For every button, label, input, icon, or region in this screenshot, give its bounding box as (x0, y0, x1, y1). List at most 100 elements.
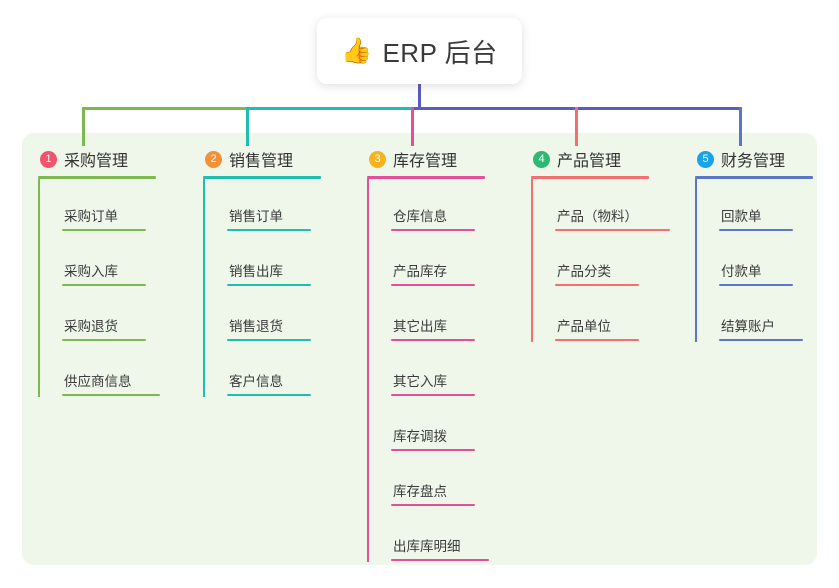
column-5: 5 财务管理回款单付款单结算账户 (695, 148, 813, 344)
leaf-node[interactable]: 产品库存 (367, 234, 489, 289)
leaf-node-label: 客户信息 (229, 374, 283, 390)
column-spine-1 (38, 179, 40, 397)
leaf-node[interactable]: 库存调拨 (367, 399, 489, 454)
leaf-node[interactable]: 结算账户 (695, 289, 813, 344)
root-node-label: ERP 后台 (382, 37, 498, 68)
leaf-node-label: 采购订单 (64, 209, 118, 225)
column-badge-icon-1: 1 (40, 150, 57, 168)
leaf-node-label: 出库库明细 (393, 539, 461, 555)
column-spine-4 (531, 179, 533, 342)
leaf-node[interactable]: 采购退货 (38, 289, 160, 344)
column-1: 1 采购管理采购订单采购入库采购退货供应商信息 (38, 148, 160, 399)
leaf-node-rule (391, 339, 475, 341)
connector-bar-mid (246, 107, 413, 110)
leaf-node[interactable]: 库存盘点 (367, 454, 489, 509)
leaf-node-label: 产品单位 (557, 319, 611, 335)
leaf-node-label: 库存盘点 (393, 484, 447, 500)
column-badge-icon-4: 4 (533, 150, 550, 168)
column-spine-2 (203, 179, 205, 397)
leaf-node[interactable]: 回款单 (695, 179, 813, 234)
column-title-3: 库存管理 (393, 153, 458, 170)
column-items-5: 回款单付款单结算账户 (695, 179, 813, 344)
leaf-node-rule (719, 284, 793, 286)
column-header-4[interactable]: 4 产品管理 (531, 148, 670, 170)
column-header-rule-4 (531, 176, 649, 179)
column-spine-5 (695, 179, 697, 342)
leaf-node-rule (391, 449, 475, 451)
column-spine-3 (367, 179, 369, 562)
leaf-node[interactable]: 客户信息 (203, 344, 321, 399)
leaf-node[interactable]: 销售订单 (203, 179, 321, 234)
leaf-node-rule (391, 394, 475, 396)
leaf-node[interactable]: 采购订单 (38, 179, 160, 234)
column-header-5[interactable]: 5 财务管理 (695, 148, 813, 170)
leaf-node-rule (391, 284, 475, 286)
leaf-node-rule (719, 229, 793, 231)
connector-bar-left (82, 107, 248, 110)
leaf-node-rule (62, 394, 160, 396)
leaf-node[interactable]: 仓库信息 (367, 179, 489, 234)
leaf-node-rule (227, 229, 311, 231)
connector-bar-right (411, 107, 742, 110)
column-header-1[interactable]: 1 采购管理 (38, 148, 160, 170)
column-title-1: 采购管理 (64, 153, 129, 170)
leaf-node-label: 销售退货 (229, 319, 283, 335)
leaf-node-rule (391, 504, 475, 506)
leaf-node-rule (555, 339, 639, 341)
thumbs-up-icon: 👍 (341, 36, 373, 65)
leaf-node[interactable]: 付款单 (695, 234, 813, 289)
column-header-3[interactable]: 3 库存管理 (367, 148, 489, 170)
leaf-node[interactable]: 其它出库 (367, 289, 489, 344)
column-4: 4 产品管理产品（物料） 产品分类产品单位 (531, 148, 670, 344)
leaf-node[interactable]: 销售退货 (203, 289, 321, 344)
leaf-node-label: 库存调拨 (393, 429, 447, 445)
diagram-panel (22, 133, 817, 565)
leaf-node[interactable]: 产品单位 (531, 289, 670, 344)
leaf-node-label: 产品库存 (393, 264, 447, 280)
column-header-rule-3 (367, 176, 485, 179)
column-items-3: 仓库信息产品库存其它出库其它入库库存调拨库存盘点出库库明细 (367, 179, 489, 564)
column-items-4: 产品（物料） 产品分类产品单位 (531, 179, 670, 344)
leaf-node[interactable]: 其它入库 (367, 344, 489, 399)
leaf-node-rule (227, 284, 311, 286)
leaf-node[interactable]: 产品分类 (531, 234, 670, 289)
column-badge-icon-3: 3 (369, 150, 386, 168)
leaf-node-label: 销售订单 (229, 209, 283, 225)
connector-trunk (417, 84, 421, 109)
column-items-1: 采购订单采购入库采购退货供应商信息 (38, 179, 160, 399)
leaf-node-rule (227, 339, 311, 341)
leaf-node-rule (62, 284, 146, 286)
column-title-2: 销售管理 (229, 153, 294, 170)
leaf-node[interactable]: 产品（物料） (531, 179, 670, 234)
leaf-node-rule (227, 394, 311, 396)
leaf-node[interactable]: 销售出库 (203, 234, 321, 289)
column-3: 3 库存管理仓库信息产品库存其它出库其它入库库存调拨库存盘点出库库明细 (367, 148, 489, 564)
leaf-node-rule (62, 229, 146, 231)
leaf-node[interactable]: 供应商信息 (38, 344, 160, 399)
leaf-node-rule (391, 559, 489, 561)
leaf-node[interactable]: 采购入库 (38, 234, 160, 289)
leaf-node-label: 回款单 (721, 209, 762, 225)
column-header-rule-2 (203, 176, 321, 179)
leaf-node-rule (719, 339, 803, 341)
leaf-node-label: 销售出库 (229, 264, 283, 280)
leaf-node-label: 采购入库 (64, 264, 118, 280)
column-badge-icon-5: 5 (697, 150, 714, 168)
leaf-node-rule (62, 339, 146, 341)
leaf-node-label: 其它入库 (393, 374, 447, 390)
column-title-4: 产品管理 (557, 153, 622, 170)
leaf-node-label: 产品分类 (557, 264, 611, 280)
leaf-node-label: 供应商信息 (64, 374, 132, 390)
leaf-node[interactable]: 出库库明细 (367, 509, 489, 564)
column-title-5: 财务管理 (721, 153, 786, 170)
leaf-node-label: 采购退货 (64, 319, 118, 335)
root-node-erp[interactable]: 👍 ERP 后台 (317, 18, 522, 84)
leaf-node-label: 其它出库 (393, 319, 447, 335)
leaf-node-rule (555, 229, 670, 231)
column-header-rule-1 (38, 176, 156, 179)
column-header-rule-5 (695, 176, 813, 179)
leaf-node-label: 产品（物料） (557, 209, 638, 225)
